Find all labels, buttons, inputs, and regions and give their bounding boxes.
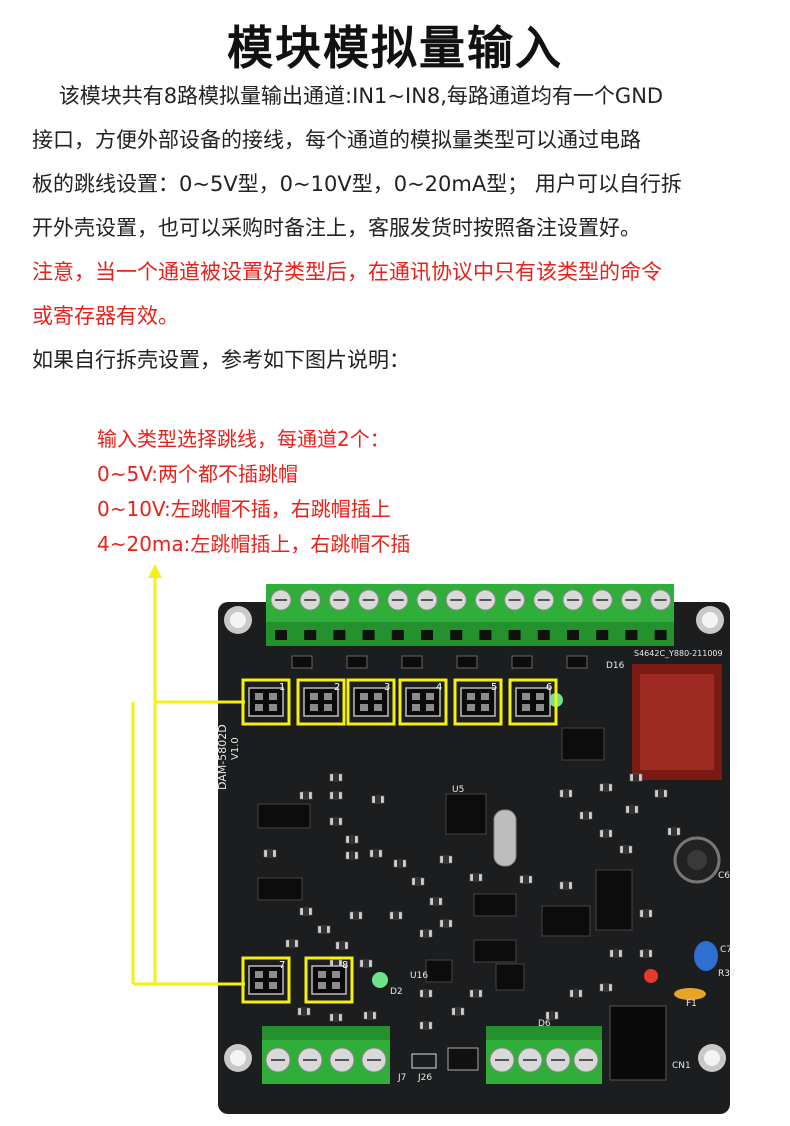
jumper-highlight-box	[241, 956, 291, 1004]
blue-capacitor	[694, 941, 718, 971]
label-cn1: CN1	[672, 1061, 691, 1071]
warning-line-2: 或寄存器有效。	[32, 304, 179, 328]
channel-number: 4	[436, 682, 442, 693]
channel-number: 6	[546, 682, 552, 693]
label-d16: D16	[606, 661, 625, 671]
channel-number: 1	[279, 682, 285, 693]
fuse-resistor	[674, 988, 706, 1000]
jumper-highlight-box	[296, 678, 346, 726]
pcb-illustration: 1 2 3 4 5 6 7 8 DAM-5802D V1.0 S4642C_Y880-2110…	[131, 564, 736, 1114]
jumper-highlight-box	[398, 678, 448, 726]
channel-number: 2	[334, 682, 340, 693]
jumper-highlight-box	[453, 678, 503, 726]
label-c7: C7	[720, 945, 732, 955]
guide-arrow-head	[148, 564, 162, 578]
red-led	[644, 969, 658, 983]
channel-number: 8	[342, 960, 348, 971]
bottom-terminal-right	[486, 1026, 602, 1084]
label-u5: U5	[452, 785, 464, 795]
jumper-blocks: 1 2 3 4 5 6 7 8	[241, 678, 558, 1004]
dc-jack	[609, 1005, 667, 1081]
bottom-terminal-left	[262, 1026, 390, 1084]
annotation-line-4: 4~20ma:左跳帽插上，右跳帽不插	[97, 532, 411, 556]
label-u16: U16	[410, 971, 428, 981]
intro-line-3: 板的跳线设置：0~5V型，0~10V型，0~20mA型； 用户可以自行拆	[32, 172, 682, 196]
label-c6: C6	[718, 871, 730, 881]
j26-header	[411, 1053, 437, 1069]
top-terminal-block	[266, 584, 674, 646]
label-j26: J26	[417, 1073, 432, 1083]
label-d6: D6	[538, 1019, 551, 1029]
reference-line: 如果自行拆壳设置，参考如下图片说明：	[32, 348, 410, 372]
jumper-highlight-box	[346, 678, 396, 726]
label-j7: J7	[397, 1073, 406, 1083]
warning-line-1: 注意，当一个通道被设置好类型后，在通讯协议中只有该类型的命令	[32, 260, 662, 284]
jumper-annotation: 输入类型选择跳线，每通道2个： 0~5V:两个都不插跳帽 0~10V:左跳帽不插…	[97, 422, 410, 562]
model-label: DAM-5802D	[216, 724, 229, 790]
pcb-figure: 1 2 3 4 5 6 7 8 DAM-5802D V1.0 S4642C_Y880-2110…	[0, 560, 790, 1122]
channel-number: 3	[384, 682, 390, 693]
label-r37: R37	[718, 969, 736, 979]
jumper-highlight-box	[508, 678, 558, 726]
intro-line-2: 接口，方便外部设备的接线，每个通道的模拟量类型可以通过电路	[32, 128, 641, 152]
crystal	[493, 809, 517, 867]
label-f1: F1	[686, 999, 697, 1009]
guide-lines	[131, 574, 245, 986]
jumper-highlight-box	[304, 956, 354, 1004]
page-title: 模块模拟量输入	[227, 21, 563, 75]
barcode-label: S4642C_Y880-211009	[634, 649, 723, 658]
channel-number: 7	[279, 960, 285, 971]
annotation-line-3: 0~10V:左跳帽不插，右跳帽插上	[97, 497, 391, 521]
mounting-holes	[224, 606, 726, 1072]
intro-line-4: 开外壳设置，也可以采购时备注上，客服发货时按照备注设置好。	[32, 216, 641, 240]
annotation-line-2: 0~5V:两个都不插跳帽	[97, 462, 298, 486]
label-d2: D2	[390, 987, 403, 997]
intro-paragraph: 该模块共有8路模拟量输出通道:IN1~IN8,每路通道均有一个GND 接口，方便…	[32, 74, 772, 382]
annotation-line-1: 输入类型选择跳线，每通道2个：	[97, 427, 390, 451]
channel-number: 5	[491, 682, 497, 693]
ics	[257, 727, 633, 991]
green-led-bottom	[372, 972, 388, 988]
version-label: V1.0	[230, 737, 241, 760]
smd-components	[263, 655, 681, 1030]
intro-line-1: 该模块共有8路模拟量输出通道:IN1~IN8,每路通道均有一个GND	[32, 84, 664, 108]
